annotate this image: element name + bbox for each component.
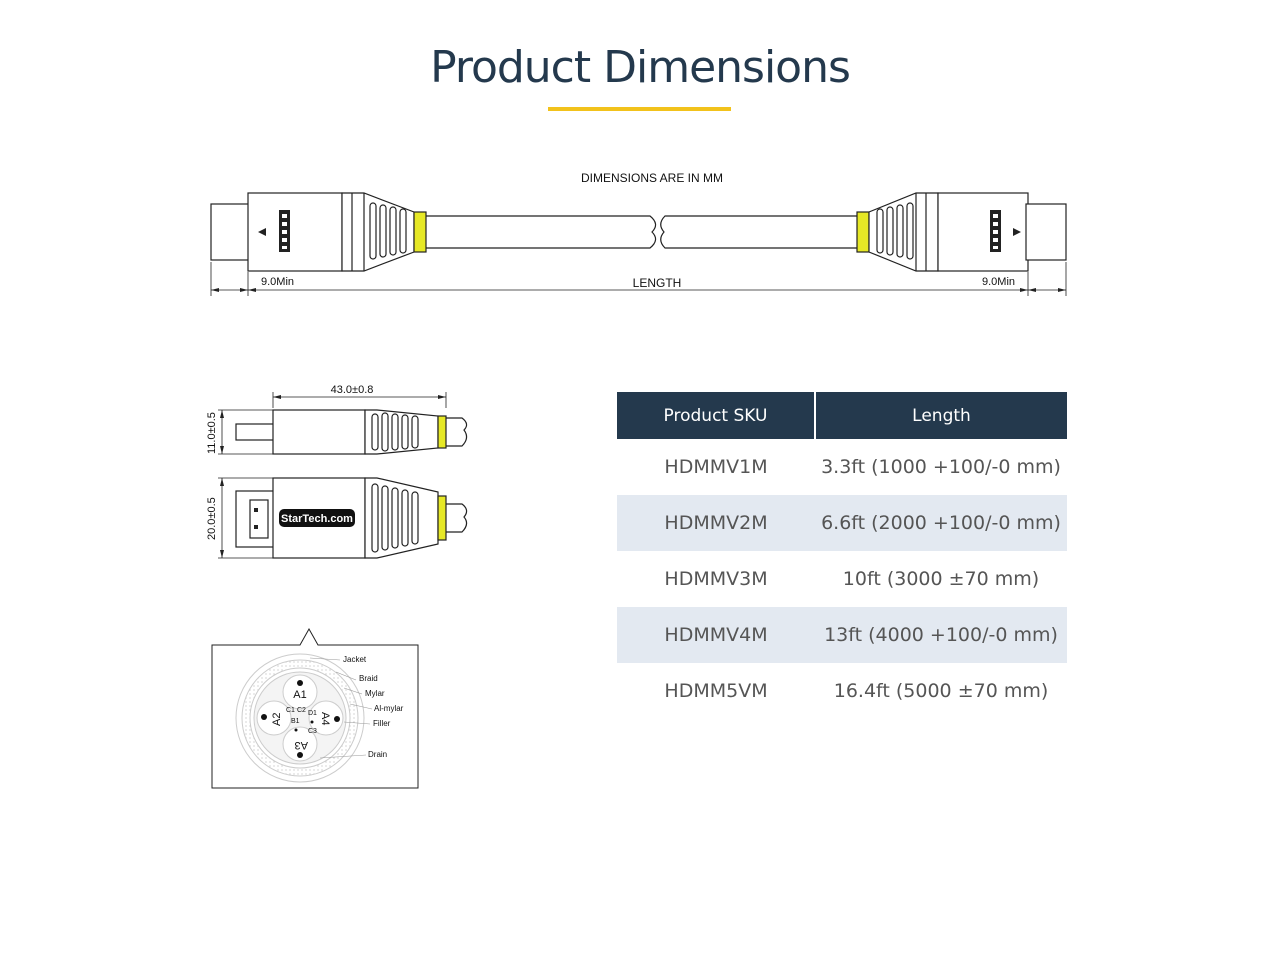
core-b1: B1 (291, 718, 300, 725)
pair-a1: A1 (293, 689, 306, 701)
title-underline (548, 107, 731, 111)
connector-drawing: 43.0±0.8 11.0±0.5 StarTech.com (206, 384, 468, 559)
dimensions-note: DIMENSIONS ARE IN MM (581, 171, 723, 185)
page-title: Product Dimensions (430, 42, 851, 93)
table-row: HDMMV4M 13ft (4000 +100/-0 mm) (617, 607, 1067, 663)
length-cell: 10ft (3000 ±70 mm) (842, 568, 1040, 590)
length-cell: 16.4ft (5000 ±70 mm) (833, 680, 1049, 702)
cable-cross-section: A1 A2 A3 A4 C1 C2 D1 B1 C3 Jacket Braid … (211, 627, 419, 789)
sku-cell: HDMMV2M (617, 495, 815, 551)
header-length: Length (815, 392, 1067, 439)
length-cell: 6.6ft (2000 +100/-0 mm) (815, 495, 1067, 551)
table-row: HDMMV3M 10ft (3000 ±70 mm) (617, 551, 1067, 607)
right-min-label: 9.0Min (982, 276, 1015, 288)
sku-cell: HDMMV3M (664, 568, 768, 590)
pair-a3: A3 (295, 739, 308, 751)
length-cell: 13ft (4000 +100/-0 mm) (815, 607, 1067, 663)
cable-drawing: DIMENSIONS ARE IN MM (210, 171, 1067, 296)
core-c1: C1 (286, 707, 295, 714)
core-d1: D1 (308, 710, 317, 717)
pair-a4: A4 (319, 712, 331, 725)
hdmi-logo-right (990, 210, 1001, 252)
label-jacket: Jacket (343, 655, 367, 664)
left-min-label: 9.0Min (261, 276, 294, 288)
brand-label: StarTech.com (281, 513, 353, 525)
label-braid: Braid (359, 674, 378, 683)
label-drain: Drain (368, 750, 387, 759)
label-filler: Filler (373, 719, 391, 728)
table-row: HDMMV1M 3.3ft (1000 +100/-0 mm) (617, 439, 1067, 495)
label-al-mylar: Al-mylar (374, 704, 404, 713)
sku-cell: HDMM5VM (664, 680, 768, 702)
label-mylar: Mylar (365, 689, 385, 698)
sku-cell: HDMMV1M (664, 456, 768, 478)
length-label: LENGTH (633, 276, 682, 290)
table-header-row: Product SKU Length (617, 392, 1067, 439)
width-dimension-label: 20.0±0.5 (206, 497, 218, 540)
top-dimension-label: 43.0±0.8 (331, 384, 374, 396)
core-c3: C3 (308, 728, 317, 735)
table-row: HDMM5VM 16.4ft (5000 ±70 mm) (617, 663, 1067, 719)
header-product-sku: Product SKU (617, 392, 816, 439)
thickness-dimension-label: 11.0±0.5 (206, 412, 218, 454)
pair-a2: A2 (271, 713, 283, 726)
sku-cell: HDMMV4M (617, 607, 815, 663)
length-cell: 3.3ft (1000 +100/-0 mm) (821, 456, 1061, 478)
table-row: HDMMV2M 6.6ft (2000 +100/-0 mm) (617, 495, 1067, 551)
startech-logo: StarTech.com (279, 509, 355, 527)
core-c2: C2 (297, 707, 306, 714)
arrow-triangle-icon (258, 228, 266, 236)
hdmi-logo (279, 210, 290, 252)
product-length-table: Product SKU Length HDMMV1M 3.3ft (1000 +… (617, 392, 1067, 719)
